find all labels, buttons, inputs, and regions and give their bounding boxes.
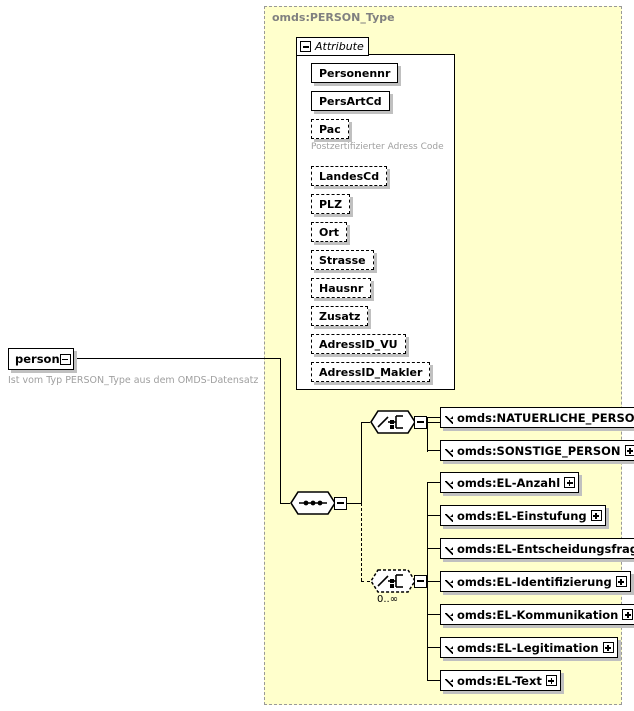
sequence-icon (290, 491, 336, 515)
reference-arrow-icon (445, 679, 453, 687)
attribute-label: LandesCd (319, 169, 380, 183)
element-label: omds:NATUERLICHE_PERSON (457, 410, 634, 425)
reference-arrow-icon (445, 646, 453, 654)
connector-dashed-to-choice-el (361, 581, 370, 582)
attribute-label: Hausnr (319, 281, 364, 295)
minus-icon[interactable] (334, 497, 347, 510)
attribute-ort[interactable]: Ort (311, 222, 348, 242)
attribute-persartcd[interactable]: PersArtCd (311, 91, 390, 111)
element-label: omds:SONSTIGE_PERSON (457, 443, 621, 458)
attribute-zusatz[interactable]: Zusatz (311, 306, 369, 326)
connector-branch (427, 548, 440, 549)
element-el-legitimation[interactable]: omds:EL-Legitimation (440, 637, 618, 658)
attribute-label: Strasse (319, 253, 366, 267)
compositor-sequence[interactable] (290, 491, 349, 515)
element-el-kommunikation[interactable]: omds:EL-Kommunikation (440, 604, 634, 625)
attribute-label: AdressID_Makler (319, 365, 423, 379)
attribute-label: PersArtCd (319, 94, 382, 108)
attribute-plz[interactable]: PLZ (311, 194, 351, 214)
connector-choice-person-out (427, 422, 440, 423)
connector-branch (427, 482, 440, 483)
connector-trunk-vertical (280, 358, 281, 503)
reference-arrow-icon (445, 580, 453, 588)
attribute-adressid_makler[interactable]: AdressID_Makler (311, 362, 431, 382)
element-label: omds:EL-Anzahl (457, 475, 561, 490)
reference-arrow-icon (445, 481, 453, 489)
attribute-label: Ort (319, 225, 340, 239)
attribute-label: Pac (319, 122, 341, 136)
attribute-annotation: Postzertifizierter Adress Code (311, 142, 444, 152)
element-el-entscheidungsfrage[interactable]: omds:EL-Entscheidungsfrage (440, 538, 634, 559)
element-label: omds:EL-Entscheidungsfrage (457, 541, 634, 556)
plus-icon[interactable] (615, 576, 627, 587)
plus-icon[interactable] (602, 642, 614, 653)
choice-icon (370, 410, 416, 434)
attribute-label: Personennr (319, 66, 391, 80)
element-person[interactable]: person (8, 348, 74, 370)
connector-branch (427, 680, 440, 681)
plus-icon[interactable] (564, 477, 576, 488)
compositor-choice-person[interactable] (370, 410, 429, 434)
element-label: omds:EL-Legitimation (457, 640, 599, 655)
plus-icon[interactable] (590, 510, 602, 521)
element-el-anzahl[interactable]: omds:EL-Anzahl (440, 472, 580, 493)
connector-branch (427, 581, 440, 582)
reference-arrow-icon (445, 613, 453, 621)
connector-sequence-to-choice-person (361, 422, 362, 503)
reference-arrow-icon (445, 416, 453, 424)
reference-arrow-icon (445, 449, 453, 457)
connector-choice-person-bus (427, 417, 428, 452)
connector-branch-natuerliche (427, 417, 440, 418)
plus-icon[interactable] (622, 609, 634, 620)
element-natuerliche_person[interactable]: omds:NATUERLICHE_PERSON (440, 407, 634, 428)
connector-branch-sonstige (427, 450, 440, 451)
attribute-personennr[interactable]: Personennr (311, 63, 399, 83)
minus-icon[interactable] (300, 41, 311, 52)
connector-sequence-to-choice-el-dashed (361, 503, 362, 581)
plus-icon[interactable] (545, 675, 557, 686)
connector-trunk-to-sequence (280, 503, 290, 504)
element-label: omds:EL-Text (457, 673, 542, 688)
attribute-landescd[interactable]: LandesCd (311, 166, 388, 186)
minus-icon[interactable] (59, 353, 71, 365)
attribute-adressid_vu[interactable]: AdressID_VU (311, 334, 406, 354)
reference-arrow-icon (445, 547, 453, 555)
choice-icon (370, 569, 416, 593)
attribute-label: PLZ (319, 197, 343, 211)
plus-icon[interactable] (624, 445, 634, 456)
connector-riser-to-choice-person (361, 422, 370, 423)
element-sonstige_person[interactable]: omds:SONSTIGE_PERSON (440, 440, 634, 461)
element-el-text[interactable]: omds:EL-Text (440, 670, 561, 691)
cardinality-label: 0..∞ (377, 594, 399, 605)
minus-icon[interactable] (414, 575, 427, 588)
attribute-hausnr[interactable]: Hausnr (311, 278, 372, 298)
attribute-section-label: Attribute (315, 40, 364, 53)
connector-branch (427, 647, 440, 648)
element-person-annotation: Ist vom Typ PERSON_Type aus dem OMDS-Dat… (8, 375, 259, 386)
connector-person-to-type (77, 358, 280, 359)
element-el-einstufung[interactable]: omds:EL-Einstufung (440, 505, 606, 526)
element-person-label: person (15, 352, 60, 366)
connector-branch (427, 515, 440, 516)
reference-arrow-icon (445, 514, 453, 522)
complex-type-label: omds:PERSON_Type (272, 11, 395, 24)
attribute-pac[interactable]: Pac (311, 119, 349, 139)
attribute-label: Zusatz (319, 309, 361, 323)
minus-icon[interactable] (414, 416, 427, 429)
attribute-strasse[interactable]: Strasse (311, 250, 374, 270)
element-label: omds:EL-Identifizierung (457, 574, 612, 589)
connector-branch (427, 614, 440, 615)
element-el-identifizierung[interactable]: omds:EL-Identifizierung (440, 571, 631, 592)
compositor-choice-el[interactable] (370, 569, 429, 593)
attribute-label: AdressID_VU (319, 337, 398, 351)
element-label: omds:EL-Kommunikation (457, 607, 619, 622)
attribute-section-header[interactable]: Attribute (296, 37, 369, 56)
element-label: omds:EL-Einstufung (457, 508, 587, 523)
connector-sequence-out (347, 503, 361, 504)
